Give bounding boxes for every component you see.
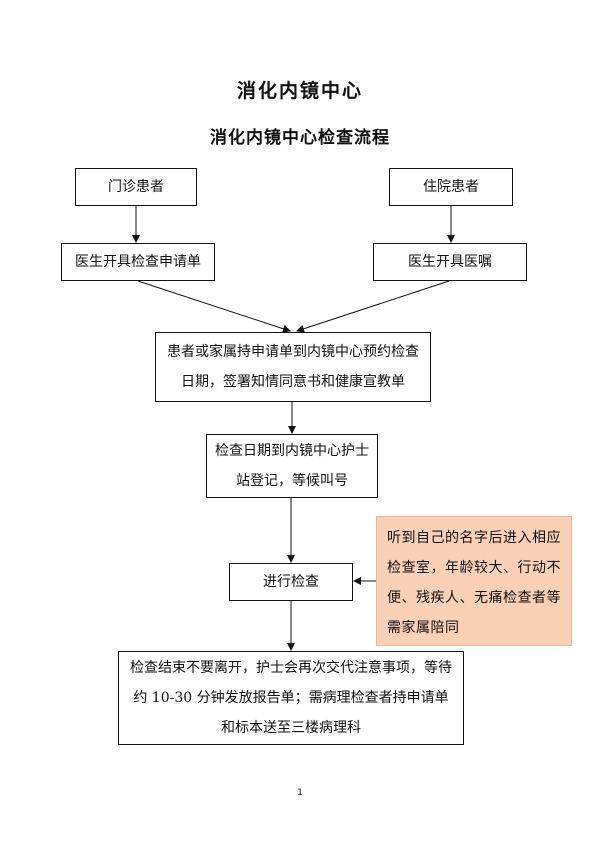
after-exam-label: 检查结束不要离开，护士会再次交代注意事项，等待约 10-30 分钟发放报告单；需… [130, 660, 452, 736]
exam-label: 进行检查 [263, 574, 319, 590]
arrow-left-order-to-appointment [137, 280, 291, 333]
page-title: 消化内镜中心 [236, 80, 363, 102]
inpatient-box: 住院患者 [389, 168, 513, 206]
companion-note-text: 听到自己的名字后进入相应检查室，年龄较大、行动不便、残疾人、无痛检查者等需家属陪… [387, 530, 561, 636]
appointment-box: 患者或家属持申请单到内镜中心预约检查日期，签署知情同意书和健康宣教单 [155, 332, 431, 402]
register-label: 检查日期到内镜中心护士站登记，等候叫号 [215, 443, 369, 489]
companion-note: 听到自己的名字后进入相应检查室，年龄较大、行动不便、残疾人、无痛检查者等需家属陪… [376, 516, 572, 646]
inpatient-order-box: 医生开具医嘱 [373, 243, 527, 281]
outpatient-box: 门诊患者 [75, 168, 197, 206]
exam-box: 进行检查 [229, 563, 353, 601]
page-subtitle: 消化内镜中心检查流程 [210, 128, 390, 148]
outpatient-label: 门诊患者 [108, 179, 164, 195]
outpatient-order-label: 医生开具检查申请单 [75, 254, 201, 270]
inpatient-order-label: 医生开具医嘱 [408, 254, 492, 270]
register-box: 检查日期到内镜中心护士站登记，等候叫号 [206, 434, 378, 498]
appointment-label: 患者或家属持申请单到内镜中心预约检查日期，签署知情同意书和健康宣教单 [167, 344, 419, 390]
after-exam-box: 检查结束不要离开，护士会再次交代注意事项，等待约 10-30 分钟发放报告单；需… [118, 651, 464, 745]
outpatient-order-box: 医生开具检查申请单 [61, 243, 215, 281]
arrow-right-order-to-appointment [296, 280, 450, 333]
page-number: 1 [297, 788, 303, 798]
inpatient-label: 住院患者 [423, 179, 479, 195]
